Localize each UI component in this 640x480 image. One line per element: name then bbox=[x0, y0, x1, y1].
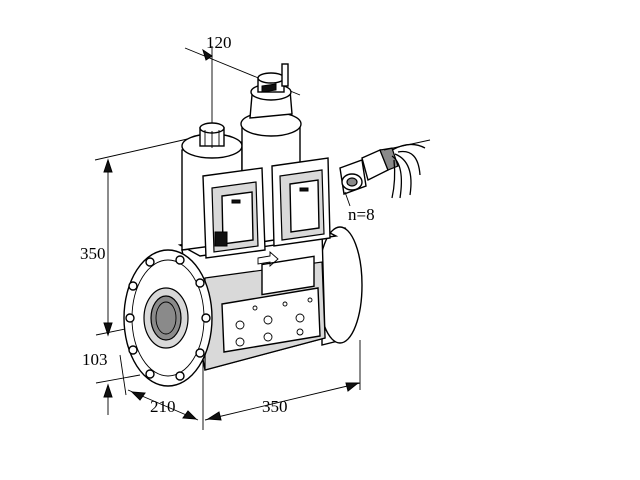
dimension-length: 350 bbox=[262, 397, 288, 416]
cable-plug bbox=[339, 139, 431, 207]
dimension-top-width: 120 bbox=[206, 33, 232, 52]
connector-boxes bbox=[202, 157, 331, 267]
cable-count-label: n=8 bbox=[348, 205, 375, 224]
dimension-depth: 210 bbox=[150, 397, 176, 416]
dimension-height: 350 bbox=[80, 244, 106, 263]
valve-body bbox=[123, 226, 363, 387]
dimension-flange-offset: 103 bbox=[82, 350, 108, 369]
